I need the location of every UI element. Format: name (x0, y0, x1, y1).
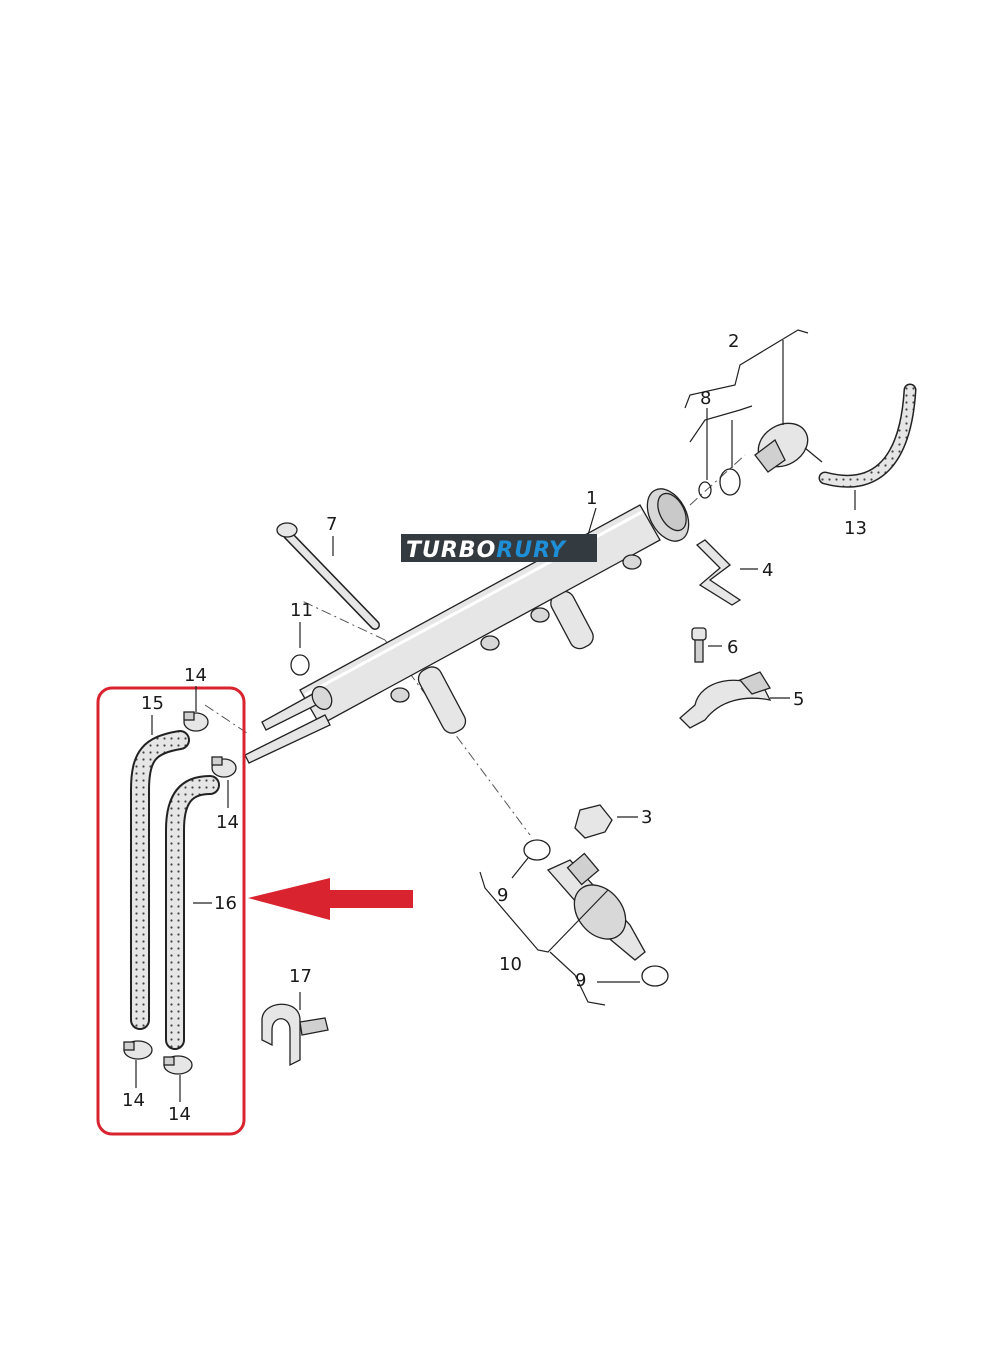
bracket-part-5 (679, 671, 772, 729)
retaining-clip-part-4 (695, 539, 742, 606)
callout-1: 1 (586, 488, 597, 509)
highlight-arrow-icon (248, 878, 413, 920)
hose-clamp-top-left (183, 711, 209, 732)
callout-7: 7 (326, 514, 337, 535)
callout-14-bottom-right: 14 (168, 1104, 191, 1125)
logo-text-rury: RURY (496, 538, 567, 563)
hose-clamp-top-right (211, 756, 237, 778)
callout-16: 16 (214, 893, 237, 914)
o-ring-part-11 (290, 654, 310, 676)
leader-lines (135, 329, 856, 1102)
callout-14-bottom-left: 14 (122, 1090, 145, 1111)
o-rings-part-8 (698, 468, 741, 499)
callout-14-top-right: 14 (216, 812, 239, 833)
callout-9-lower: 9 (575, 970, 586, 991)
injector-clip-part-3 (574, 804, 613, 839)
screw-part-6 (691, 627, 707, 663)
fuel-rail-part-1 (244, 488, 690, 764)
seal-part-9-upper (523, 839, 551, 861)
logo-background (401, 534, 597, 562)
callout-2: 2 (728, 331, 739, 352)
turborury-logo: TURBORURY (401, 534, 597, 563)
hose-clamp-bottom-right (163, 1055, 193, 1075)
callout-9-upper: 9 (497, 885, 508, 906)
hose-clamp-bottom-left (123, 1040, 153, 1060)
callout-labels: 1 2 3 4 5 6 7 8 9 9 10 11 13 14 14 14 14… (122, 331, 867, 1125)
vacuum-hose-part-13 (818, 383, 917, 488)
hose-part-16 (165, 775, 220, 1050)
callout-6: 6 (727, 637, 738, 658)
callout-10: 10 (499, 954, 522, 975)
callout-15: 15 (141, 693, 164, 714)
callout-17: 17 (289, 966, 312, 987)
callout-11: 11 (290, 600, 313, 621)
seal-part-9-lower (641, 965, 669, 987)
callout-13: 13 (844, 518, 867, 539)
highlight-box (96, 686, 246, 1136)
logo-text: TURBORURY (406, 538, 567, 563)
bolt-part-7 (276, 522, 380, 630)
callout-8: 8 (700, 388, 711, 409)
holder-part-17 (261, 1003, 329, 1067)
hose-part-15 (130, 730, 190, 1030)
injector-part-10 (546, 852, 646, 961)
logo-text-turbo: TURBO (406, 538, 496, 563)
callout-4: 4 (762, 560, 773, 581)
callout-14-top-left: 14 (184, 665, 207, 686)
callout-5: 5 (793, 689, 804, 710)
callout-3: 3 (641, 807, 652, 828)
pressure-regulator-part-2 (754, 422, 823, 473)
